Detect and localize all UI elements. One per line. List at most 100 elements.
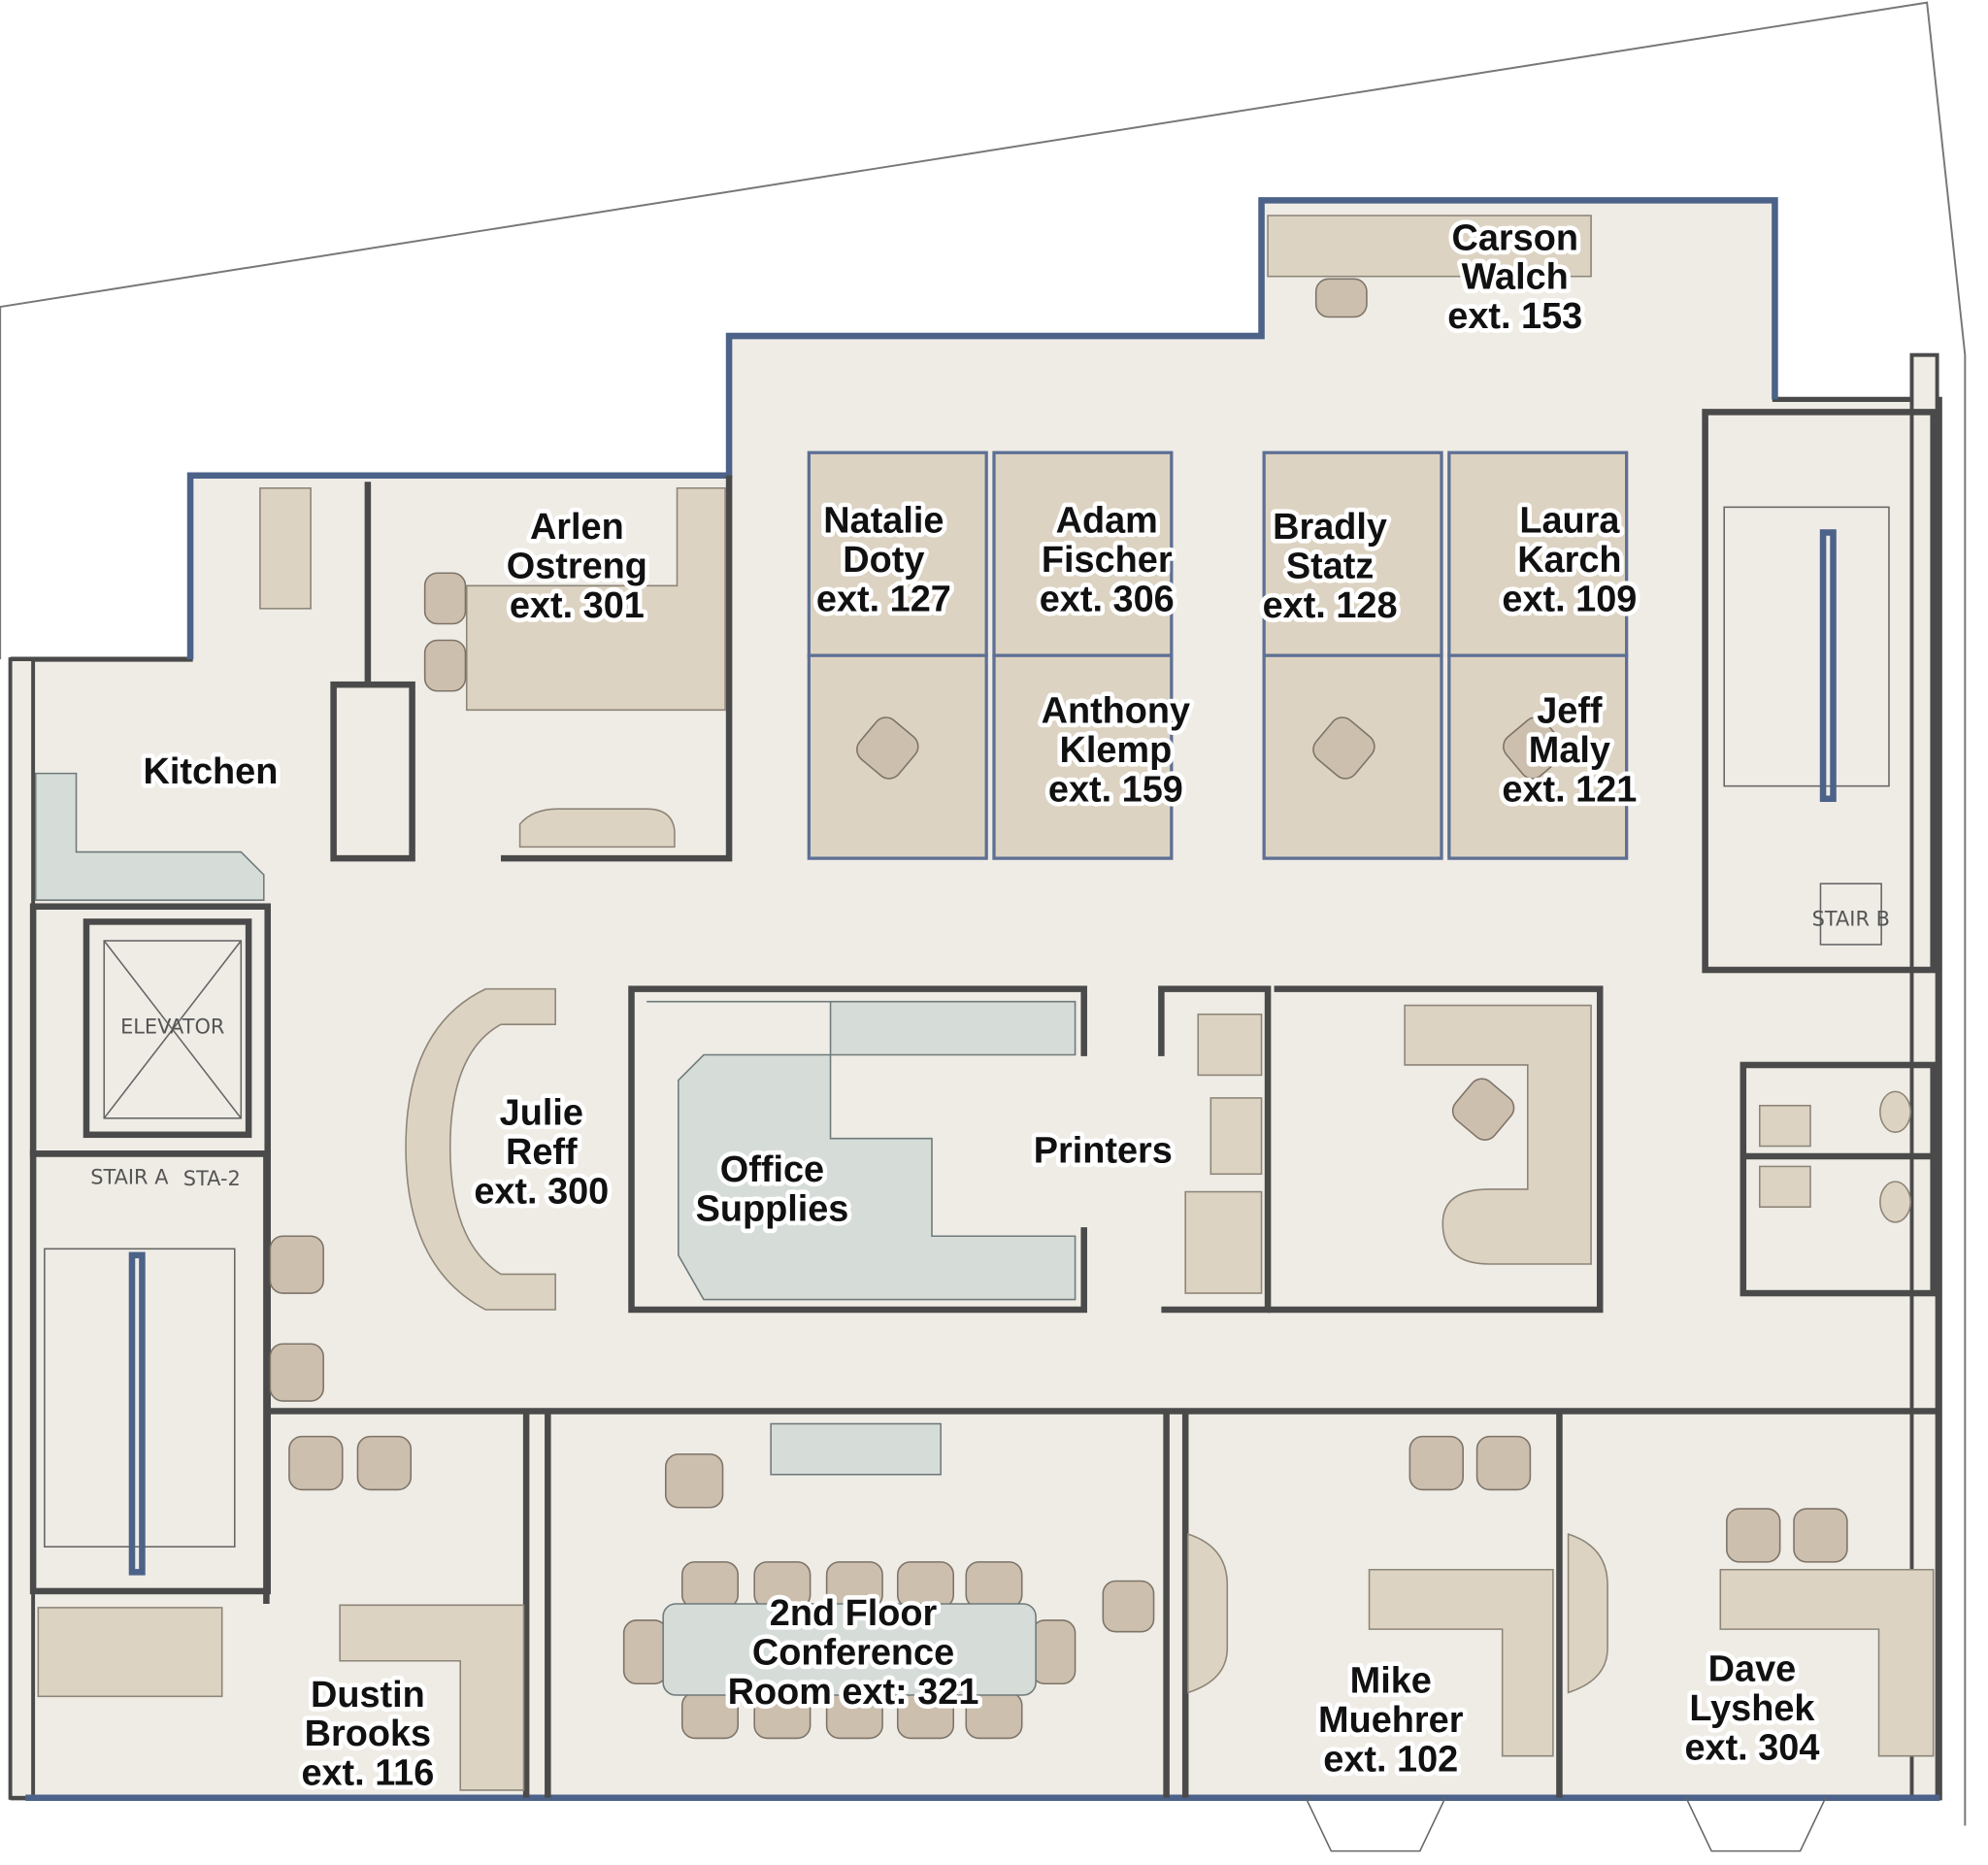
person-name: Fischer	[1042, 540, 1173, 581]
stair-b-landing	[1819, 883, 1882, 946]
person-name: Jeff	[1537, 690, 1603, 731]
person-extension: ext. 109	[1502, 579, 1637, 619]
person-name: Reff	[506, 1132, 578, 1173]
person-extension: ext. 159	[1048, 769, 1183, 810]
stair-b-rail	[1819, 529, 1837, 802]
person-name: Anthony	[1042, 690, 1191, 731]
chair	[1726, 1508, 1781, 1563]
printer	[1184, 1190, 1263, 1294]
person-name: Adam	[1056, 500, 1158, 541]
conference-room-label: 2nd Floor Conference Room ext: 321	[723, 1589, 983, 1717]
cubicle	[807, 450, 988, 657]
chair	[1312, 716, 1375, 780]
chair	[288, 1435, 344, 1491]
stair-a-label: STAIR A	[90, 1166, 169, 1189]
stair-b	[1702, 409, 1937, 974]
person-extension: ext. 127	[816, 579, 951, 619]
person-name: Laura	[1519, 500, 1620, 541]
person-extension: ext. 116	[301, 1753, 434, 1794]
person-extension: ext. 306	[1040, 579, 1175, 619]
window-wall-top	[186, 197, 1778, 660]
chair	[423, 639, 467, 692]
chair	[680, 1561, 739, 1609]
arlen-closet	[330, 681, 415, 862]
person-name: Mike	[1350, 1660, 1432, 1701]
person-extension: ext. 128	[1263, 585, 1398, 626]
bay-window	[1685, 1797, 1827, 1852]
toilet	[1879, 1181, 1911, 1223]
person-extension: ext. 300	[474, 1171, 609, 1212]
person-name: Natalie	[823, 500, 944, 541]
printer	[1209, 1097, 1263, 1176]
person-extension: ext. 304	[1684, 1728, 1819, 1769]
person-name: Maly	[1529, 730, 1610, 771]
chair	[1102, 1580, 1155, 1633]
bay-window	[1305, 1797, 1446, 1852]
chair	[1408, 1435, 1464, 1491]
chair	[356, 1435, 413, 1491]
chair	[965, 1561, 1023, 1609]
person-name: Karch	[1517, 540, 1621, 581]
label-line: Office	[720, 1149, 824, 1190]
cubicle-cluster-right	[1262, 450, 1629, 860]
person-extension: ext. 153	[1447, 296, 1582, 337]
chair	[664, 1453, 724, 1509]
chair	[1503, 716, 1566, 780]
chair	[269, 1235, 324, 1294]
person-name: Walch	[1462, 257, 1569, 298]
kitchen-label: Kitchen	[144, 751, 279, 792]
desk	[1368, 1568, 1554, 1757]
cubicle-cluster-left	[807, 450, 1174, 860]
person-name: Julie	[500, 1092, 583, 1133]
printer-room-wall	[1158, 985, 1272, 1314]
person-name: Statz	[1286, 546, 1374, 586]
credenza	[1187, 1533, 1229, 1694]
credenza	[770, 1422, 942, 1476]
person-extension: ext. 121	[1502, 769, 1637, 810]
chair	[1451, 1078, 1515, 1141]
credenza	[1567, 1533, 1608, 1694]
cubicle	[992, 450, 1174, 657]
person-name: Klemp	[1060, 730, 1173, 771]
elevator-x	[103, 940, 242, 1119]
kitchen-cabinet	[259, 486, 312, 610]
person-name: Lyshek	[1689, 1688, 1815, 1729]
person-name: Arlen	[530, 507, 624, 548]
left-wall	[8, 657, 36, 1800]
label-line: Conference	[752, 1633, 954, 1674]
conference-chairs	[622, 1561, 1077, 1740]
desk	[1267, 215, 1592, 278]
chair	[1793, 1508, 1848, 1563]
sink	[1758, 1104, 1811, 1148]
chair	[1475, 1435, 1532, 1491]
desk	[1719, 1568, 1935, 1757]
person-name: Carson	[1452, 217, 1578, 258]
person-name: Dave	[1708, 1649, 1797, 1690]
chair	[1031, 1619, 1077, 1685]
desk	[339, 1604, 525, 1791]
person-name: Dustin	[311, 1675, 425, 1715]
kitchen-counter	[34, 772, 265, 901]
person-name: Ostreng	[507, 546, 647, 586]
supplies-wall	[628, 985, 1087, 1314]
person-extension: ext. 301	[510, 585, 645, 626]
printer	[1197, 1013, 1263, 1077]
cubicle	[1447, 450, 1629, 657]
sta2-label: STA-2	[183, 1167, 241, 1190]
chair	[423, 572, 467, 625]
site-outline	[0, 1, 1967, 1826]
chair	[269, 1343, 324, 1402]
